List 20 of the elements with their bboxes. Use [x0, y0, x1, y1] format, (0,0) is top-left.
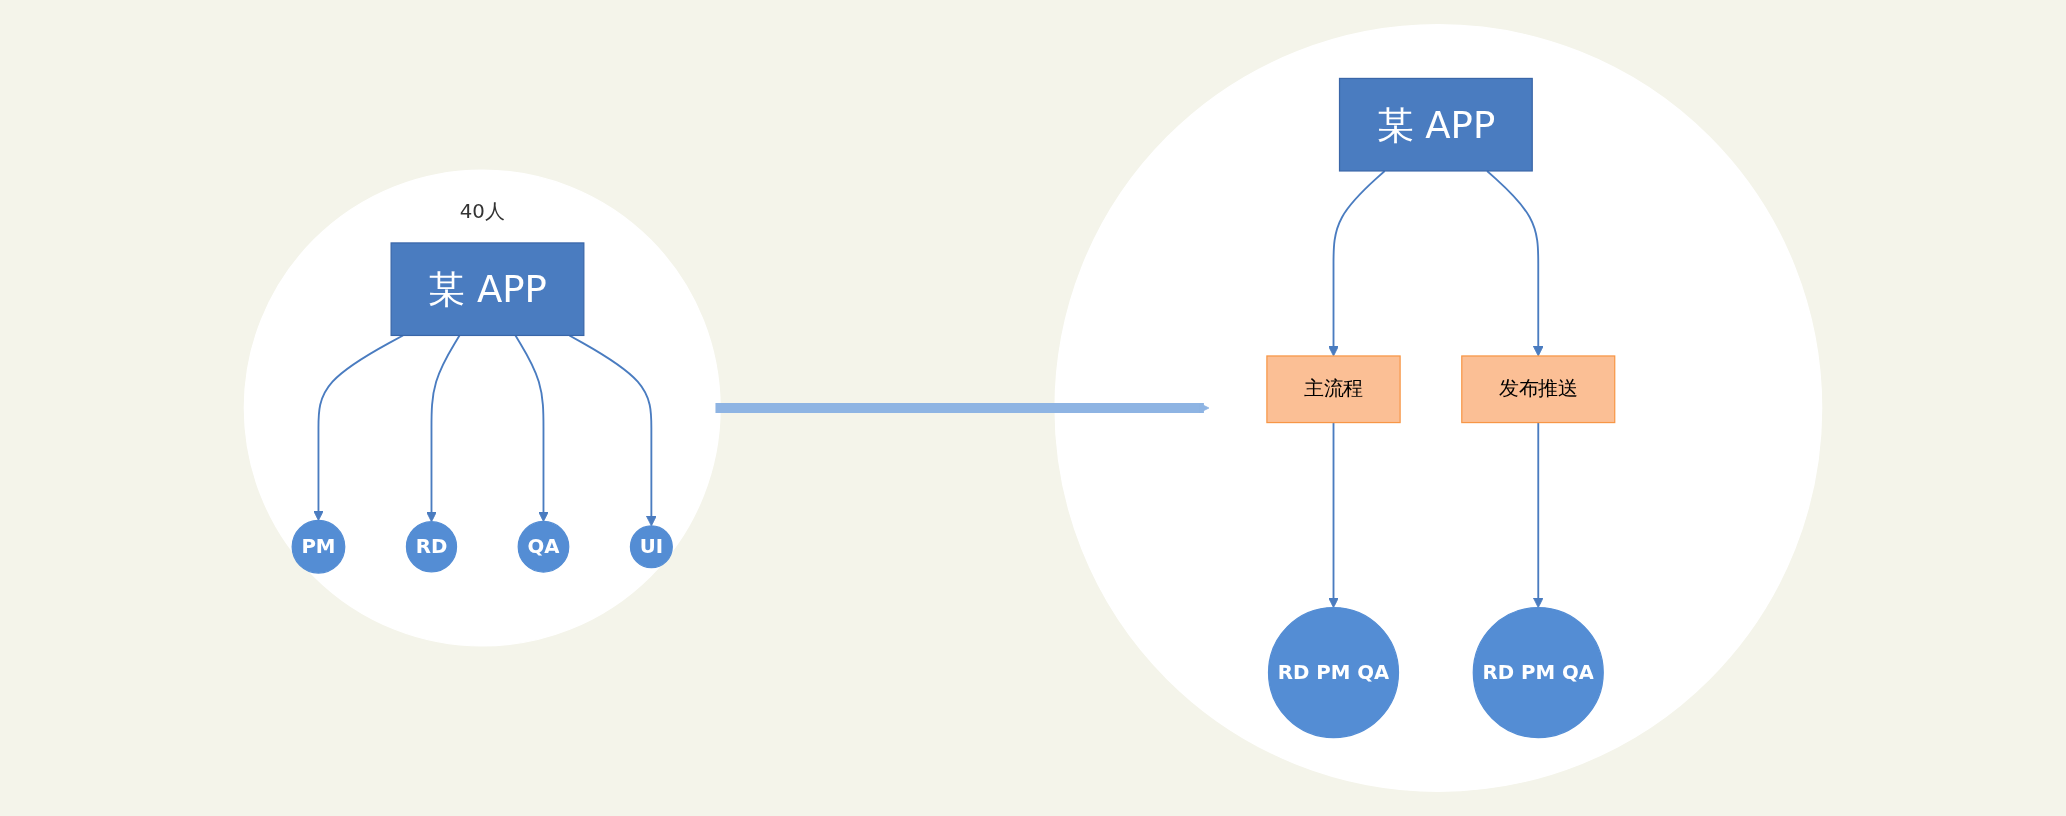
arrow	[715, 402, 1210, 414]
node-box: 发布推送	[1461, 355, 1616, 424]
node-circle: PM	[291, 519, 346, 574]
arrow	[1328, 421, 1339, 609]
arrow	[1532, 421, 1544, 609]
node-circle: RD PM QA	[1472, 606, 1604, 739]
node-circle: UI	[629, 525, 673, 569]
arrow	[313, 334, 404, 521]
node-box: 主流程	[1266, 355, 1401, 424]
arrow	[514, 334, 549, 522]
node-box: 某 APP	[1338, 77, 1533, 172]
node-circle: QA	[517, 520, 570, 573]
arrow	[568, 334, 657, 527]
arrow	[1328, 170, 1386, 357]
arrow	[1486, 170, 1544, 357]
cluster	[1054, 24, 1823, 792]
node-box: 某 APP	[390, 242, 585, 337]
node-circle: RD PM QA	[1267, 606, 1400, 739]
arrow	[426, 334, 461, 523]
node-circle: RD	[405, 521, 458, 573]
